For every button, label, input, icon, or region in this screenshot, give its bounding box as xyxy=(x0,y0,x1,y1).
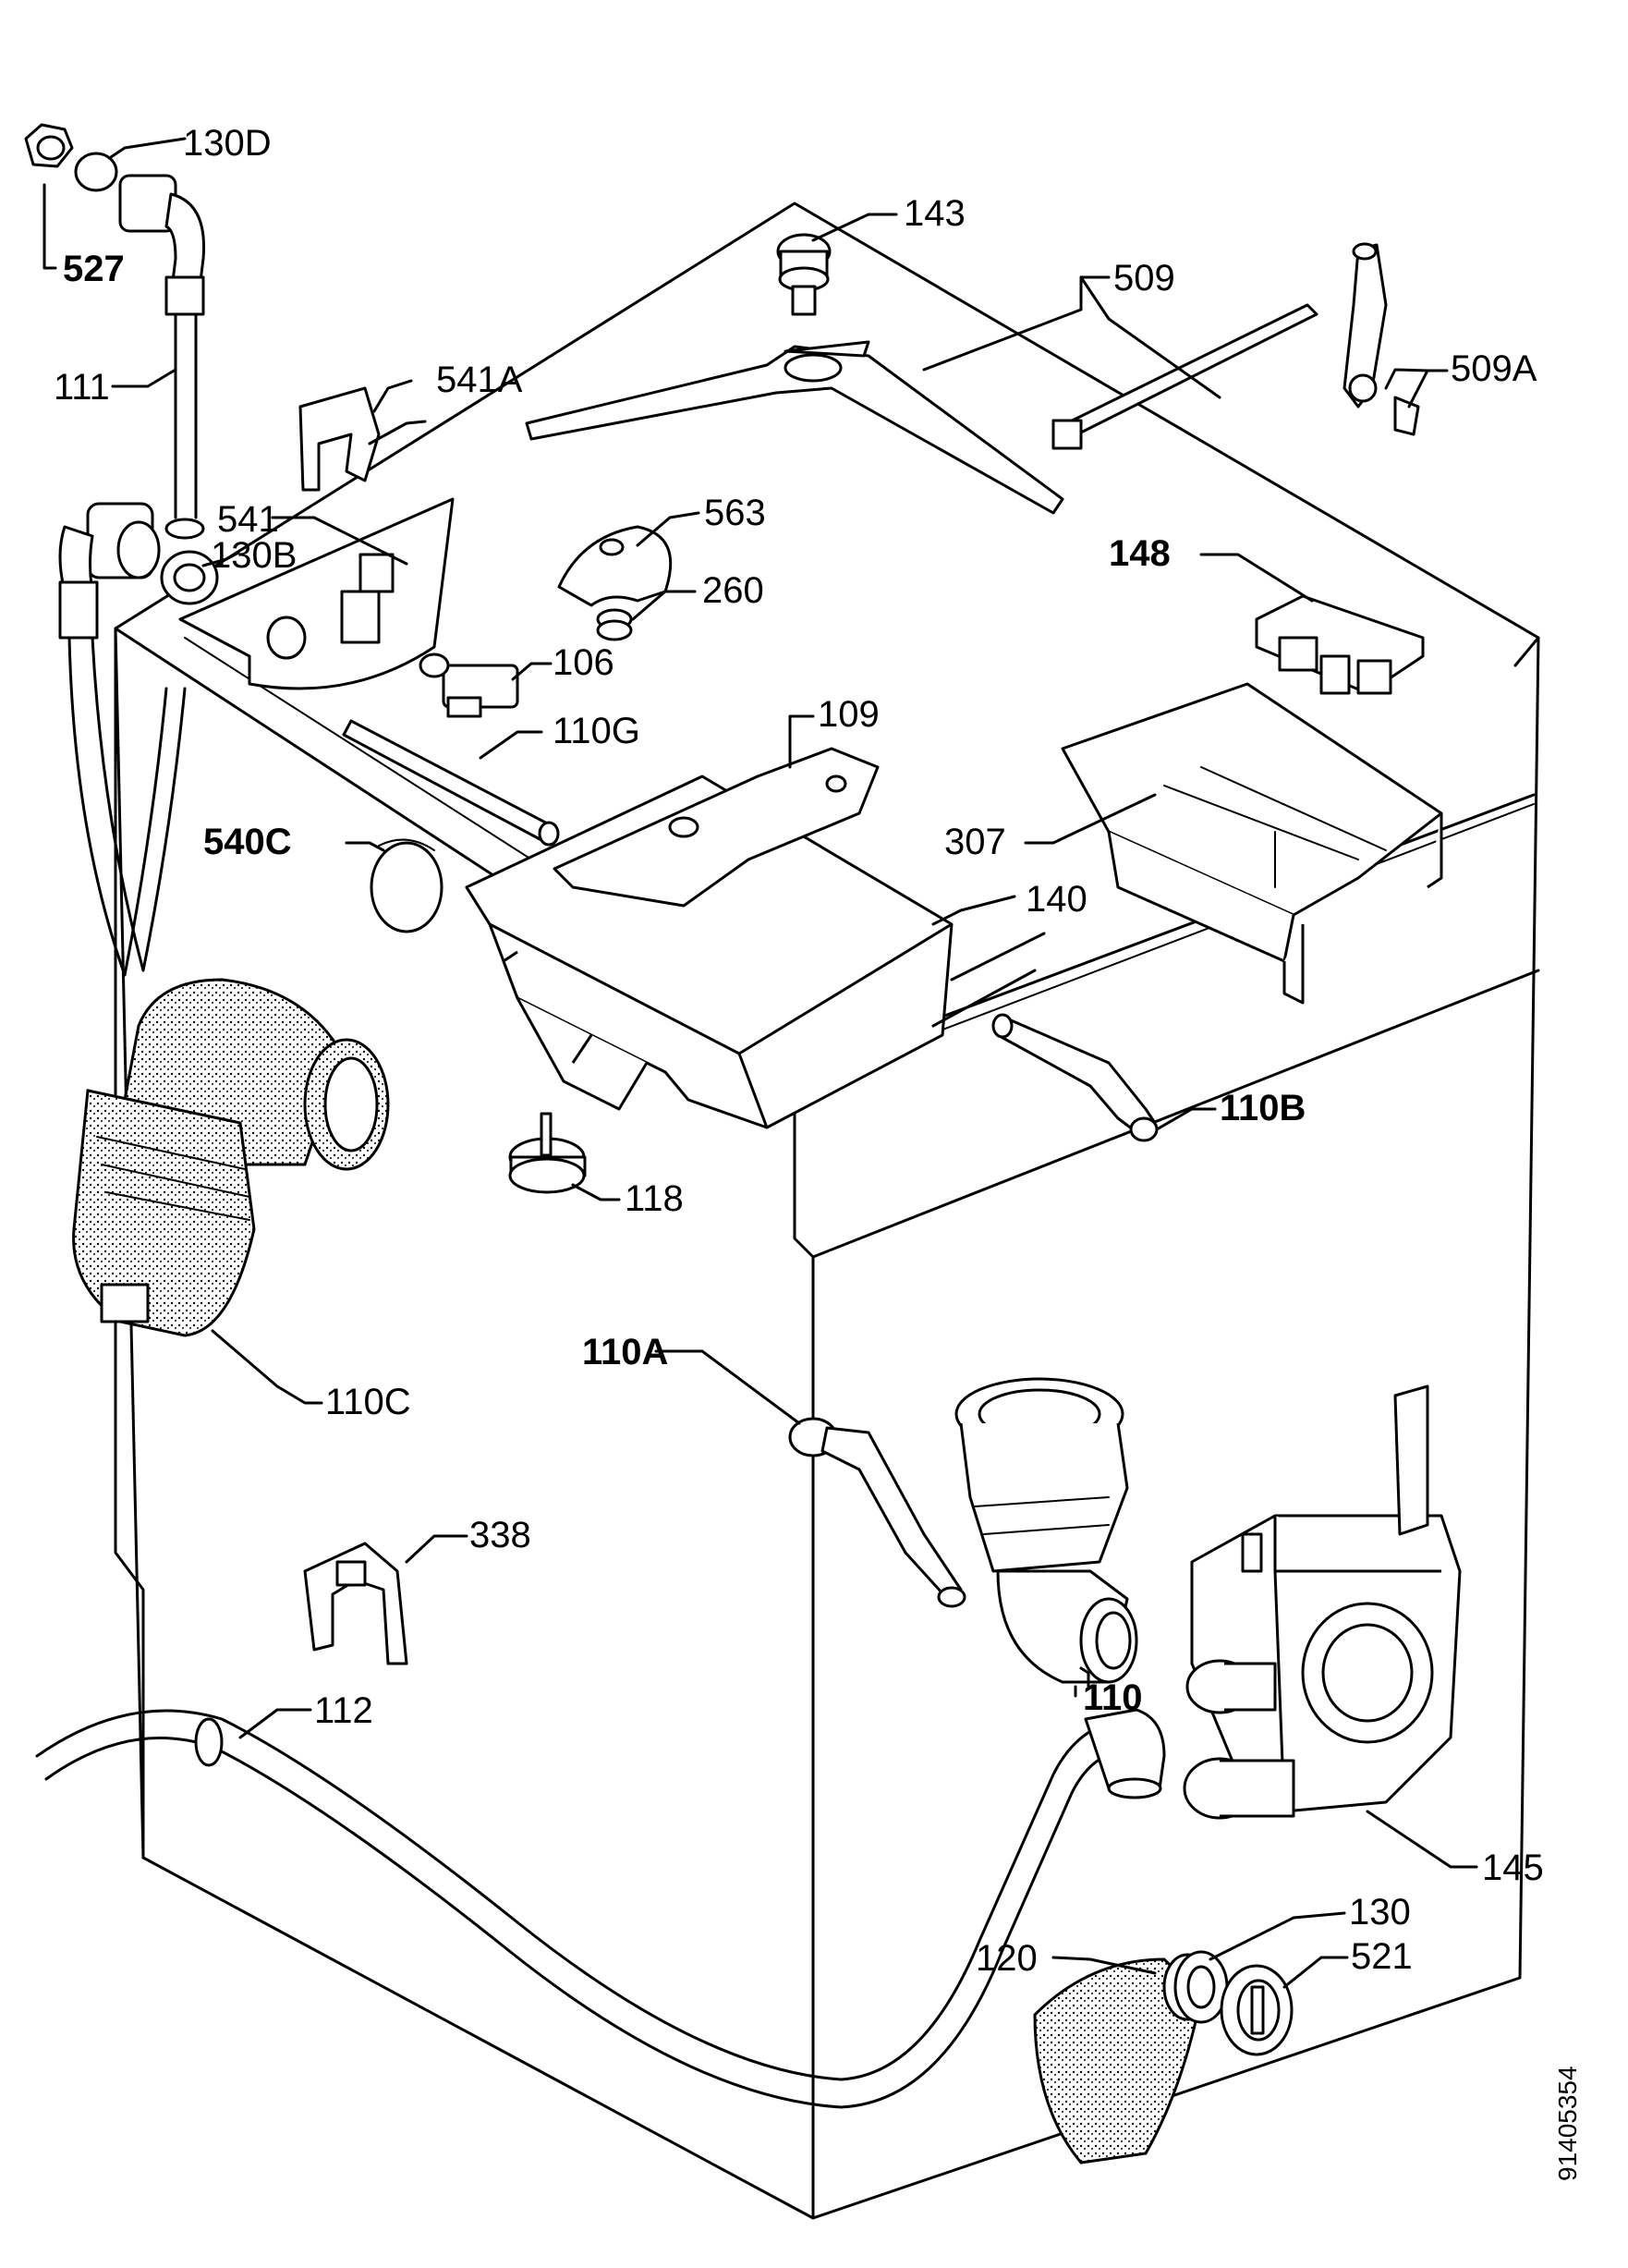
part-540C-cap xyxy=(370,838,443,933)
part-inlet-elbow-lower xyxy=(58,502,187,977)
label-110: 110 xyxy=(1083,1677,1143,1718)
part-130-seal xyxy=(1173,1950,1229,2024)
part-130B-filter xyxy=(160,550,219,605)
part-143-knob xyxy=(776,233,832,316)
label-145: 145 xyxy=(1482,1847,1544,1888)
part-509A-lever xyxy=(1342,242,1420,436)
part-509-distributor-arm xyxy=(525,340,1064,515)
label-143: 143 xyxy=(904,193,966,234)
part-307-detergent-drawer xyxy=(1061,682,1443,1005)
label-112: 112 xyxy=(314,1690,373,1731)
label-509A: 509A xyxy=(1451,348,1537,389)
part-112-drain-hose xyxy=(35,1708,1166,2109)
part-541-bracket xyxy=(178,497,455,690)
label-130D: 130D xyxy=(183,123,272,164)
part-563-cover xyxy=(557,525,673,607)
part-338-clip xyxy=(303,1542,408,1665)
label-110G: 110G xyxy=(553,711,640,751)
label-110A: 110A xyxy=(582,1332,668,1372)
document-number: 91405354 xyxy=(1553,2066,1582,2181)
label-140: 140 xyxy=(1026,879,1087,920)
label-540C: 540C xyxy=(203,822,292,862)
part-110C-bellows xyxy=(72,978,390,1337)
label-148: 148 xyxy=(1109,533,1171,574)
label-541: 541 xyxy=(217,499,279,540)
part-110A-hose xyxy=(788,1417,966,1608)
label-109: 109 xyxy=(818,694,880,735)
label-130B: 130B xyxy=(211,535,297,576)
label-563: 563 xyxy=(704,493,766,533)
label-541A: 541A xyxy=(436,360,523,400)
part-labels: 130D 527 111 541A 541 130B 143 509 509A … xyxy=(54,123,1544,1979)
label-527: 527 xyxy=(63,249,125,289)
label-509: 509 xyxy=(1113,258,1175,299)
part-110B-hose xyxy=(991,1013,1159,1142)
part-527-nut xyxy=(24,123,74,168)
part-120-filter-housing xyxy=(1033,1953,1212,2164)
part-110G-tube xyxy=(342,719,560,847)
label-307: 307 xyxy=(944,822,1006,862)
label-130: 130 xyxy=(1349,1892,1411,1933)
part-109-dispenser-lid xyxy=(553,747,880,908)
label-106: 106 xyxy=(553,642,614,683)
part-130D-washer xyxy=(74,152,118,192)
label-521: 521 xyxy=(1351,1936,1413,1977)
leader-lines xyxy=(43,137,1478,1989)
label-110C: 110C xyxy=(325,1382,411,1422)
part-145-drain-pump xyxy=(1183,1384,1462,1820)
label-110B: 110B xyxy=(1220,1088,1306,1128)
part-110-bellows-elbow xyxy=(954,1377,1138,1684)
part-148-handle xyxy=(1255,594,1425,695)
part-111-inlet-hose xyxy=(118,174,206,540)
part-541A-clip xyxy=(298,386,381,492)
label-120: 120 xyxy=(976,1938,1038,1979)
label-118: 118 xyxy=(625,1178,684,1219)
part-106-actuator xyxy=(419,652,519,718)
label-338: 338 xyxy=(469,1515,531,1555)
part-118-impeller xyxy=(508,1112,587,1194)
part-521-cap xyxy=(1220,1964,1294,2056)
label-260: 260 xyxy=(702,570,764,611)
part-260-spring xyxy=(596,608,633,641)
label-111: 111 xyxy=(54,367,110,408)
